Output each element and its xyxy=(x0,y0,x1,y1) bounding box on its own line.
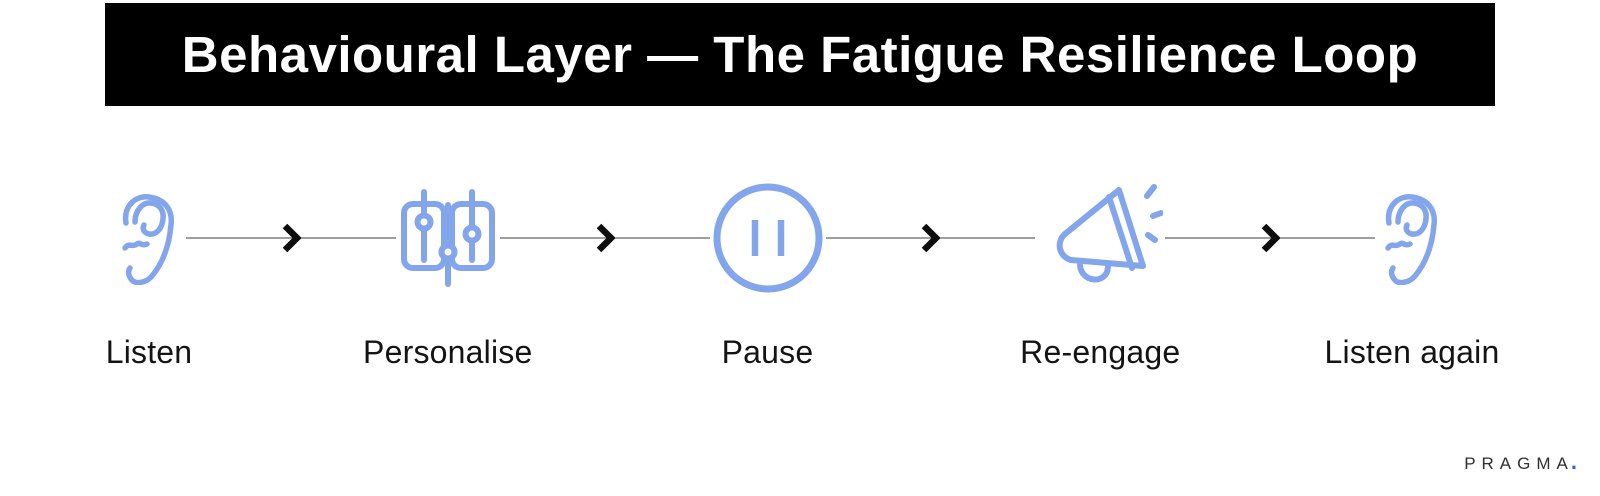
chevron-right-icon xyxy=(1260,223,1281,253)
ear-icon xyxy=(116,191,182,285)
step-label: Personalise xyxy=(363,334,533,370)
title-bar: Behavioural Layer — The Fatigue Resilien… xyxy=(105,3,1495,106)
step-label: Pause xyxy=(721,334,814,370)
step-label: Re-engage xyxy=(1020,334,1181,370)
sliders-icon xyxy=(400,184,496,292)
step-listen: Listen xyxy=(106,182,192,370)
fatigue-loop-flow: Listen Personalis xyxy=(106,182,1499,370)
connector-line xyxy=(825,237,1036,239)
ear-icon xyxy=(1379,191,1445,285)
flow-connector xyxy=(1163,182,1377,294)
chevron-right-icon xyxy=(281,223,301,253)
brand-dot: . xyxy=(1570,449,1577,474)
step-label: Listen xyxy=(105,334,193,370)
step-pause: Pause xyxy=(712,182,824,370)
chevron-right-icon xyxy=(920,223,941,253)
connector-line xyxy=(1165,237,1375,239)
step-label: Listen again xyxy=(1324,334,1500,370)
step-personalise: Personalise xyxy=(363,182,532,370)
flow-connector xyxy=(824,182,1038,294)
chevron-right-icon xyxy=(595,223,615,253)
step-re-engage: Re-engage xyxy=(1020,182,1180,370)
step-listen-again: Listen again xyxy=(1325,182,1499,370)
slide-title: Behavioural Layer — The Fatigue Resilien… xyxy=(181,26,1419,83)
brand-footer: PRAGMA. xyxy=(1464,449,1577,475)
pause-circle-icon xyxy=(712,182,824,294)
flow-connector xyxy=(498,182,712,294)
brand-wordmark: PRAGMA xyxy=(1464,454,1574,473)
connector-line xyxy=(499,237,710,239)
flow-connector xyxy=(184,182,398,294)
connector-line xyxy=(186,237,396,239)
megaphone-icon xyxy=(1037,182,1164,294)
